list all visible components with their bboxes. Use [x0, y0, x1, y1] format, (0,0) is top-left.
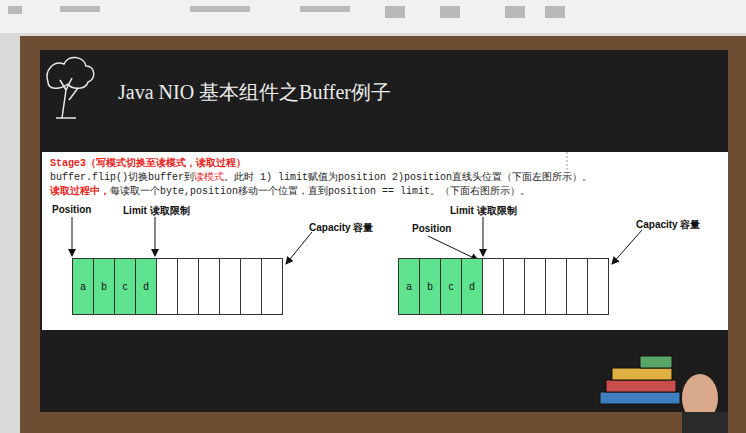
leader-arrow: [72, 217, 73, 256]
body-text: 读取过程中，: [50, 186, 110, 197]
buffer-slot: [262, 259, 283, 315]
buffer-slot: [199, 259, 220, 315]
buffer-slot: [178, 259, 199, 315]
buffer-slot: [483, 259, 504, 315]
toolbar: [0, 0, 746, 33]
leader-arrow: [483, 217, 484, 256]
buffer-cell: b: [419, 258, 441, 315]
buffer-slot: [94, 259, 115, 315]
stage-panel: Stage3（写模式切换至读模式，读取过程） buffer.flip()切换buf…: [42, 152, 728, 330]
toolbar-icon: [545, 6, 565, 18]
buffer-slot: [525, 259, 546, 315]
buffer-slot: [115, 259, 136, 315]
stage-text: Stage3（写模式切换至读模式，读取过程） buffer.flip()切换buf…: [50, 157, 592, 199]
body-text: 。此时 1) limit赋值为position 2)position直线头位置（…: [224, 172, 592, 183]
tree-icon: [47, 57, 94, 118]
buffer-slot: [241, 259, 262, 315]
tree-trunk: [60, 78, 78, 118]
buffer-slot: [399, 259, 420, 315]
leader-arrow: [612, 230, 642, 264]
tree-crown: [47, 57, 94, 88]
buffer-cell: b: [93, 258, 115, 315]
body-line: 读取过程中，每读取一个byte,position移动一个位置，直到positio…: [50, 185, 592, 199]
body-text: 每读取一个byte,position移动一个位置，直到position == l…: [110, 186, 530, 197]
book: [600, 392, 680, 404]
body-text: buffer.flip()切换buffer到: [50, 172, 194, 183]
toolbar-icon: [190, 6, 250, 12]
buffer-cell: d: [135, 258, 157, 315]
chalkboard: [40, 50, 728, 412]
toolbar-icon: [505, 6, 525, 18]
buffer-slot: [588, 259, 609, 315]
buffer-slot: [504, 259, 525, 315]
buffer-cell: c: [114, 258, 136, 315]
board-frame: [20, 36, 746, 433]
toolbar-icon: [8, 6, 22, 14]
leader-arrow: [286, 232, 312, 264]
cell-text: c: [449, 281, 454, 292]
buffer-slot: [420, 259, 441, 315]
pointer-label: Limit 读取限制: [123, 204, 190, 218]
buffer-slot: [157, 259, 178, 315]
body-text: 读模式: [194, 172, 224, 183]
book: [606, 380, 676, 392]
book: [640, 356, 672, 368]
buffer-cell: d: [461, 258, 483, 315]
toolbar-icon: [300, 6, 350, 12]
stage-heading: Stage3（写模式切换至读模式，读取过程）: [50, 158, 246, 169]
heading-line: Stage3（写模式切换至读模式，读取过程）: [50, 157, 592, 171]
pointer-label: Limit 读取限制: [450, 204, 517, 218]
books-illustration: [600, 356, 728, 433]
toolbar-icon: [440, 6, 460, 18]
book: [612, 368, 672, 380]
cell-text: a: [80, 281, 86, 292]
leader-arrow: [155, 217, 156, 256]
leader-arrow: [428, 236, 478, 260]
buffer-slot: [462, 259, 483, 315]
cell-text: c: [123, 281, 128, 292]
buffer-slot: [73, 259, 94, 315]
toolbar-icon: [385, 6, 405, 18]
buffer-slot: [546, 259, 567, 315]
buffer-slot: [136, 259, 157, 315]
toolbar-icon: [60, 6, 100, 12]
tree-ground: [56, 117, 76, 119]
pointer-label: Capacity 容量: [636, 218, 700, 232]
presenter-body: [682, 412, 728, 433]
buffer-slot: [567, 259, 588, 315]
body-line: buffer.flip()切换buffer到读模式。此时 1) limit赋值为…: [50, 171, 592, 185]
pointer-label: Position: [412, 223, 451, 234]
buffer-cell: a: [72, 258, 94, 315]
cell-text: d: [469, 281, 475, 292]
pointer-label: Capacity 容量: [309, 221, 373, 235]
toolbar-icons: [8, 6, 565, 18]
buffer-slot: [220, 259, 241, 315]
slide-title: Java NIO 基本组件之Buffer例子: [118, 79, 391, 106]
cell-text: d: [143, 281, 149, 292]
buffer-cell: c: [440, 258, 462, 315]
cell-text: b: [101, 281, 107, 292]
buffer-slot: [441, 259, 462, 315]
cell-text: a: [406, 281, 412, 292]
cell-text: b: [427, 281, 433, 292]
buffer-cell: a: [398, 258, 420, 315]
pointer-label: Position: [52, 204, 91, 215]
